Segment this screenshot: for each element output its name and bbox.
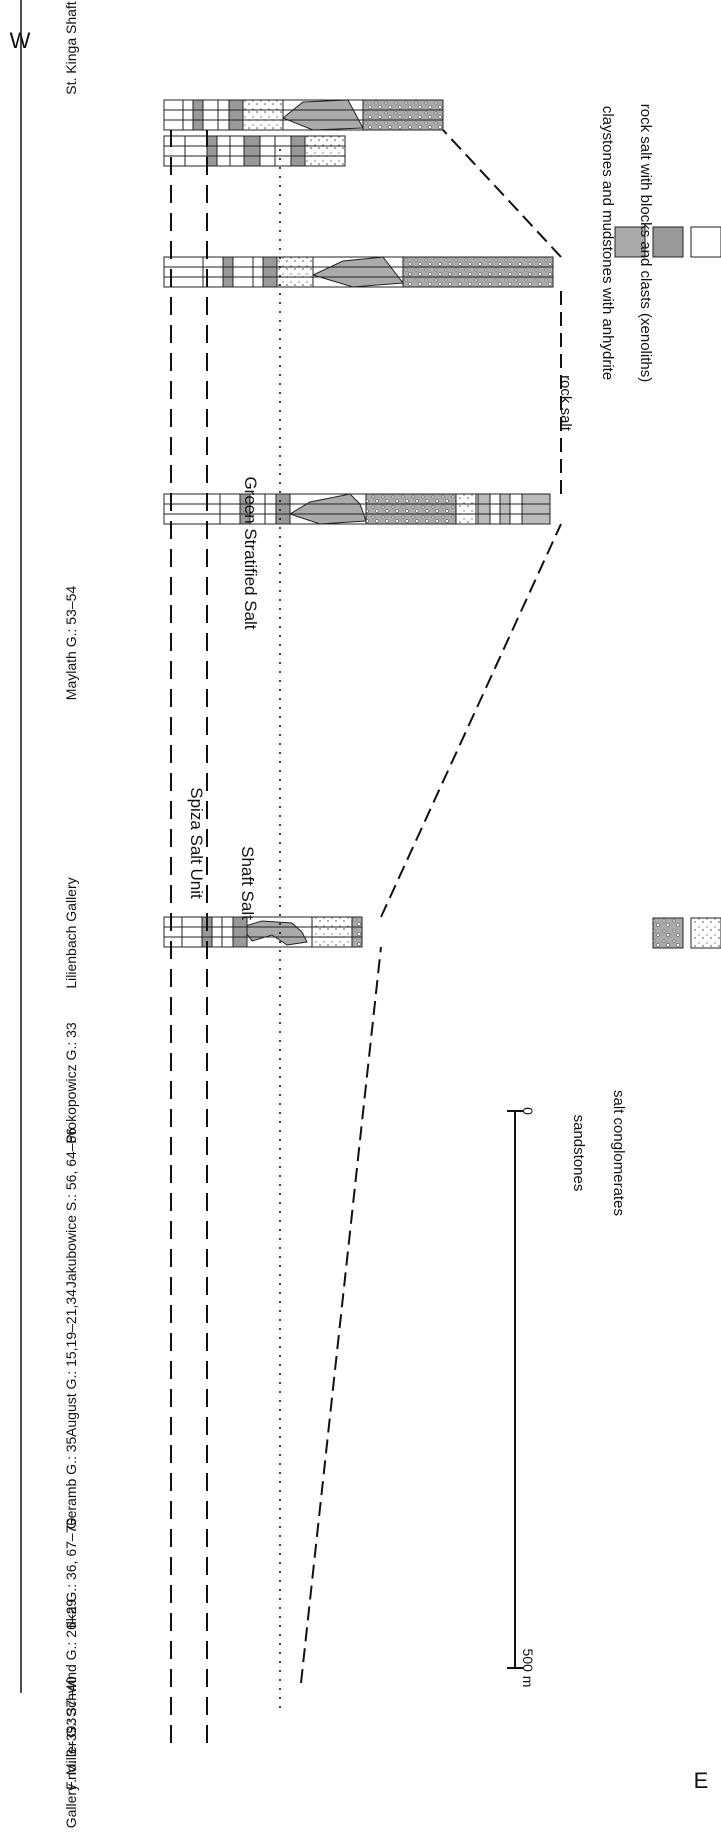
section-gallery393-label: Gallery no. 3–393: [63, 1718, 79, 1829]
legend-swatch-rock-salt: [691, 227, 721, 257]
legend-swatch-claystones: [653, 227, 683, 257]
column-gallery393: [164, 100, 443, 130]
section-lilienbach-label: Lilienbach Gallery: [63, 877, 79, 988]
section-jakubowice-label: Jakubowice S.: 56, 64–66: [63, 1128, 79, 1289]
section-august-label: August G.: 15,19–21,34: [63, 1289, 79, 1437]
distance-scale: [507, 1111, 523, 1668]
column-kinga: [164, 136, 345, 166]
section-maylath-label: Maylath G.: 53–54: [63, 586, 79, 701]
legend: [615, 227, 721, 257]
distance-scale-start: 0: [520, 1107, 536, 1115]
legend-swatch-salt-conglomerates: [653, 918, 683, 948]
column-miller: [164, 257, 553, 287]
distance-scale-end: 500 m: [520, 1649, 536, 1688]
legend-claystones-label: claystones and mudstones with anhydrite: [599, 106, 616, 380]
legend-salt-conglomerates-label: salt conglomerates: [610, 1090, 627, 1216]
section-geramb-label: Geramb G.: 35: [63, 1436, 79, 1529]
section-kinga-label: St. Kinga Shaft: [63, 1, 79, 95]
unit-spiza-label: Spiza Salt Unit: [187, 787, 206, 899]
column-lilienbach: [164, 917, 362, 947]
compass-east: E: [694, 1768, 709, 1793]
unit-shaft-label: Shaft Salt: [238, 846, 257, 920]
section-prokopowicz-label: Prokopowicz G.: 33: [63, 1022, 79, 1144]
legend-sandstones-label: sandstones: [570, 1115, 587, 1192]
column-ilka: [164, 494, 550, 524]
legend-rock-salt-label: rock salt: [557, 375, 574, 432]
legend-rock-salt-blocks-label: rock salt with blocks and clasts (xenoli…: [637, 104, 654, 382]
legend-swatch-sandstones: [691, 918, 721, 948]
unit-green-label: Green Stratified Salt: [241, 476, 260, 629]
compass-west: W: [10, 28, 31, 53]
